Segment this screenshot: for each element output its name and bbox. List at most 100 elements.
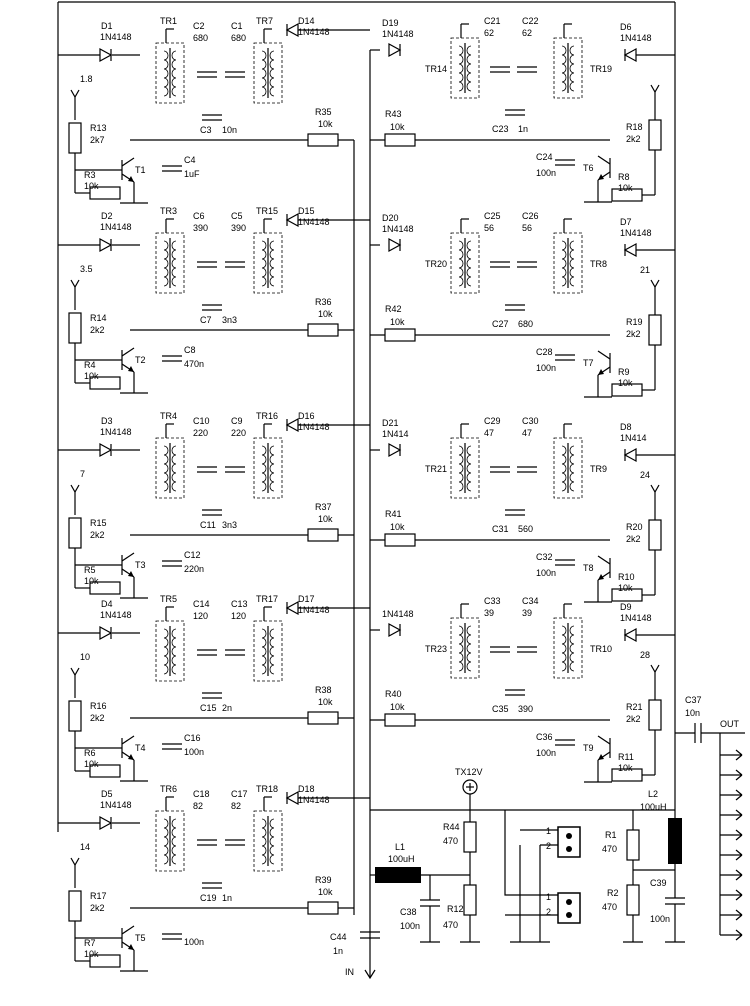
winding (561, 258, 567, 269)
winding (261, 827, 267, 838)
res-value: 10k (318, 514, 333, 524)
supply-arrow-icon (650, 279, 660, 289)
c39-value: 100n (650, 914, 670, 924)
winding (171, 68, 177, 79)
rb-value: 10k (84, 759, 99, 769)
r44-value: 470 (443, 836, 458, 846)
cemit-value: 100n (184, 937, 204, 947)
winding (561, 240, 567, 251)
supply-voltage-label: 14 (80, 842, 90, 852)
resistor-R17 (68, 890, 82, 922)
winding (458, 249, 464, 260)
cap-a-label: C29 (484, 416, 501, 426)
rb-label: R8 (618, 172, 630, 182)
cap-b-label: C5 (231, 211, 243, 221)
diode-triangle (623, 47, 637, 63)
cap-a (490, 261, 510, 268)
winding (269, 664, 275, 675)
transformer-a-label: TR20 (425, 259, 447, 269)
winding (569, 472, 575, 483)
transformer-a-label: TR14 (425, 64, 447, 74)
winding (561, 81, 567, 92)
res-label: R42 (385, 304, 402, 314)
supply-voltage-label: 10 (80, 652, 90, 662)
cap-a (490, 466, 510, 473)
winding (163, 240, 169, 251)
rup-label: R20 (626, 522, 643, 532)
transformer-TR19 (553, 23, 583, 99)
winding (458, 463, 464, 474)
winding (458, 454, 464, 465)
diode2-label: D15 (298, 206, 315, 216)
winding (163, 836, 169, 847)
cemit-value: 100n (536, 748, 556, 758)
res-label: R36 (315, 297, 332, 307)
winding (163, 267, 169, 278)
diode2-label: D6 (620, 22, 632, 32)
winding (561, 625, 567, 636)
rb-label: R10 (618, 572, 635, 582)
winding (269, 637, 275, 648)
r12-resistor (463, 884, 477, 916)
cap-a-value: 120 (193, 611, 208, 621)
winding (466, 45, 472, 56)
jumper-b[interactable] (557, 892, 581, 924)
winding (458, 652, 464, 663)
transistor-T8 (597, 555, 611, 581)
diode-triangle (99, 47, 113, 63)
rb-value: 10k (84, 576, 99, 586)
winding (569, 454, 575, 465)
winding (269, 77, 275, 88)
winding (466, 54, 472, 65)
cemit-label: C4 (184, 155, 196, 165)
diode2-label: D7 (620, 217, 632, 227)
cap-c-label: C3 (200, 125, 212, 135)
diode-value: 1N4148 (100, 800, 132, 810)
diode-D6 (623, 47, 637, 63)
diode-label: D5 (101, 789, 113, 799)
transformer-TR8 (553, 218, 583, 294)
rup-label: R21 (626, 702, 643, 712)
output-tap-arrow-icon (720, 929, 743, 941)
supply-arrow-icon (70, 279, 80, 289)
transformer-can (253, 42, 283, 104)
winding (569, 63, 575, 74)
diode-D4 (99, 625, 113, 641)
cap-b-value: 390 (231, 223, 246, 233)
winding (569, 276, 575, 287)
cap-b (517, 646, 537, 653)
cap-c-label: C11 (200, 520, 216, 530)
winding (269, 836, 275, 847)
diode-D16 (285, 417, 299, 433)
resistor-R15 (68, 517, 82, 549)
winding (163, 86, 169, 97)
cap-c-label: C7 (200, 315, 212, 325)
cemit-label: C36 (536, 732, 553, 742)
c37-value: 10n (685, 708, 700, 718)
diode2-label: D9 (620, 602, 632, 612)
rup-value: 2k2 (90, 530, 105, 540)
transformer-b-label: TR19 (590, 64, 612, 74)
jumper-a[interactable] (557, 826, 581, 858)
rb-value: 10k (618, 763, 633, 773)
diode2-label: D8 (620, 422, 632, 432)
transformer-a-label: TR3 (160, 206, 177, 216)
transistor-label: T6 (583, 163, 594, 173)
cap-a (490, 66, 510, 73)
diode2-value: 1N4148 (298, 27, 330, 37)
winding (261, 77, 267, 88)
winding (163, 258, 169, 269)
output-tap-arrow-icon (720, 789, 743, 801)
winding (466, 454, 472, 465)
cap-c-value: 1n (222, 893, 232, 903)
transformer-TR17 (253, 606, 283, 682)
transformer-TR21 (450, 423, 480, 499)
transformer-a-label: TR5 (160, 594, 177, 604)
supply-arrow-icon (70, 484, 80, 494)
winding (466, 249, 472, 260)
jumper-b-pin1: 1 (546, 892, 551, 902)
